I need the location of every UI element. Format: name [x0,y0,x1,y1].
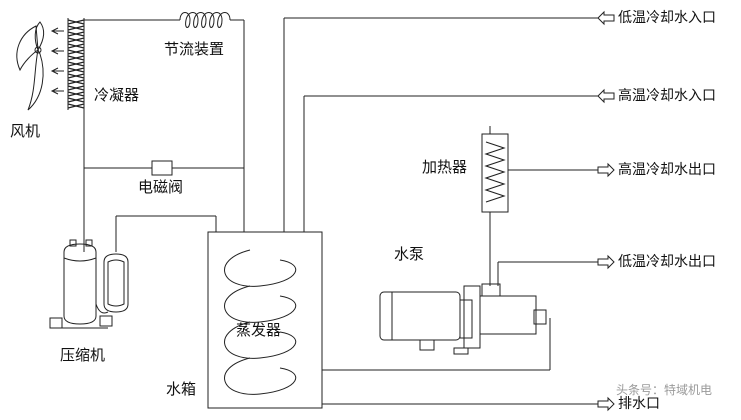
port-drain-label: 排水口 [618,396,660,412]
fan-icon [16,21,45,111]
water-pump [379,283,547,355]
port-low-temp-out-label: 低温冷却水出口 [618,254,716,270]
condenser-label: 冷凝器 [94,86,140,104]
fan-label: 风机 [10,122,41,140]
port-arrows [597,10,615,412]
heater-label: 加热器 [422,158,468,176]
airflow-arrows-icon [50,27,64,95]
throttle-coil [179,12,231,28]
tank-label: 水箱 [166,380,197,398]
compressor-label: 压缩机 [60,346,106,364]
compressor-body [49,239,129,329]
port-high-temp-out-label: 高温冷却水出口 [618,162,716,178]
heater-element [481,126,509,213]
pump-label: 水泵 [394,245,425,263]
port-low-temp-in-label: 低温冷却水入口 [618,10,716,26]
evaporator-coil [224,249,297,395]
water-tank [207,231,323,409]
evaporator-label: 蒸发器 [236,321,282,339]
cooling-water-piping [283,17,598,405]
watermark: 头条号：特域机电 [616,383,713,397]
refrigerant-piping [83,12,245,252]
solenoid-valve-label: 电磁阀 [138,178,184,196]
condenser-coil [67,18,85,110]
throttle-label: 节流装置 [164,40,225,58]
solenoid-valve-body [151,160,173,176]
port-high-temp-in-label: 高温冷却水入口 [618,88,716,104]
